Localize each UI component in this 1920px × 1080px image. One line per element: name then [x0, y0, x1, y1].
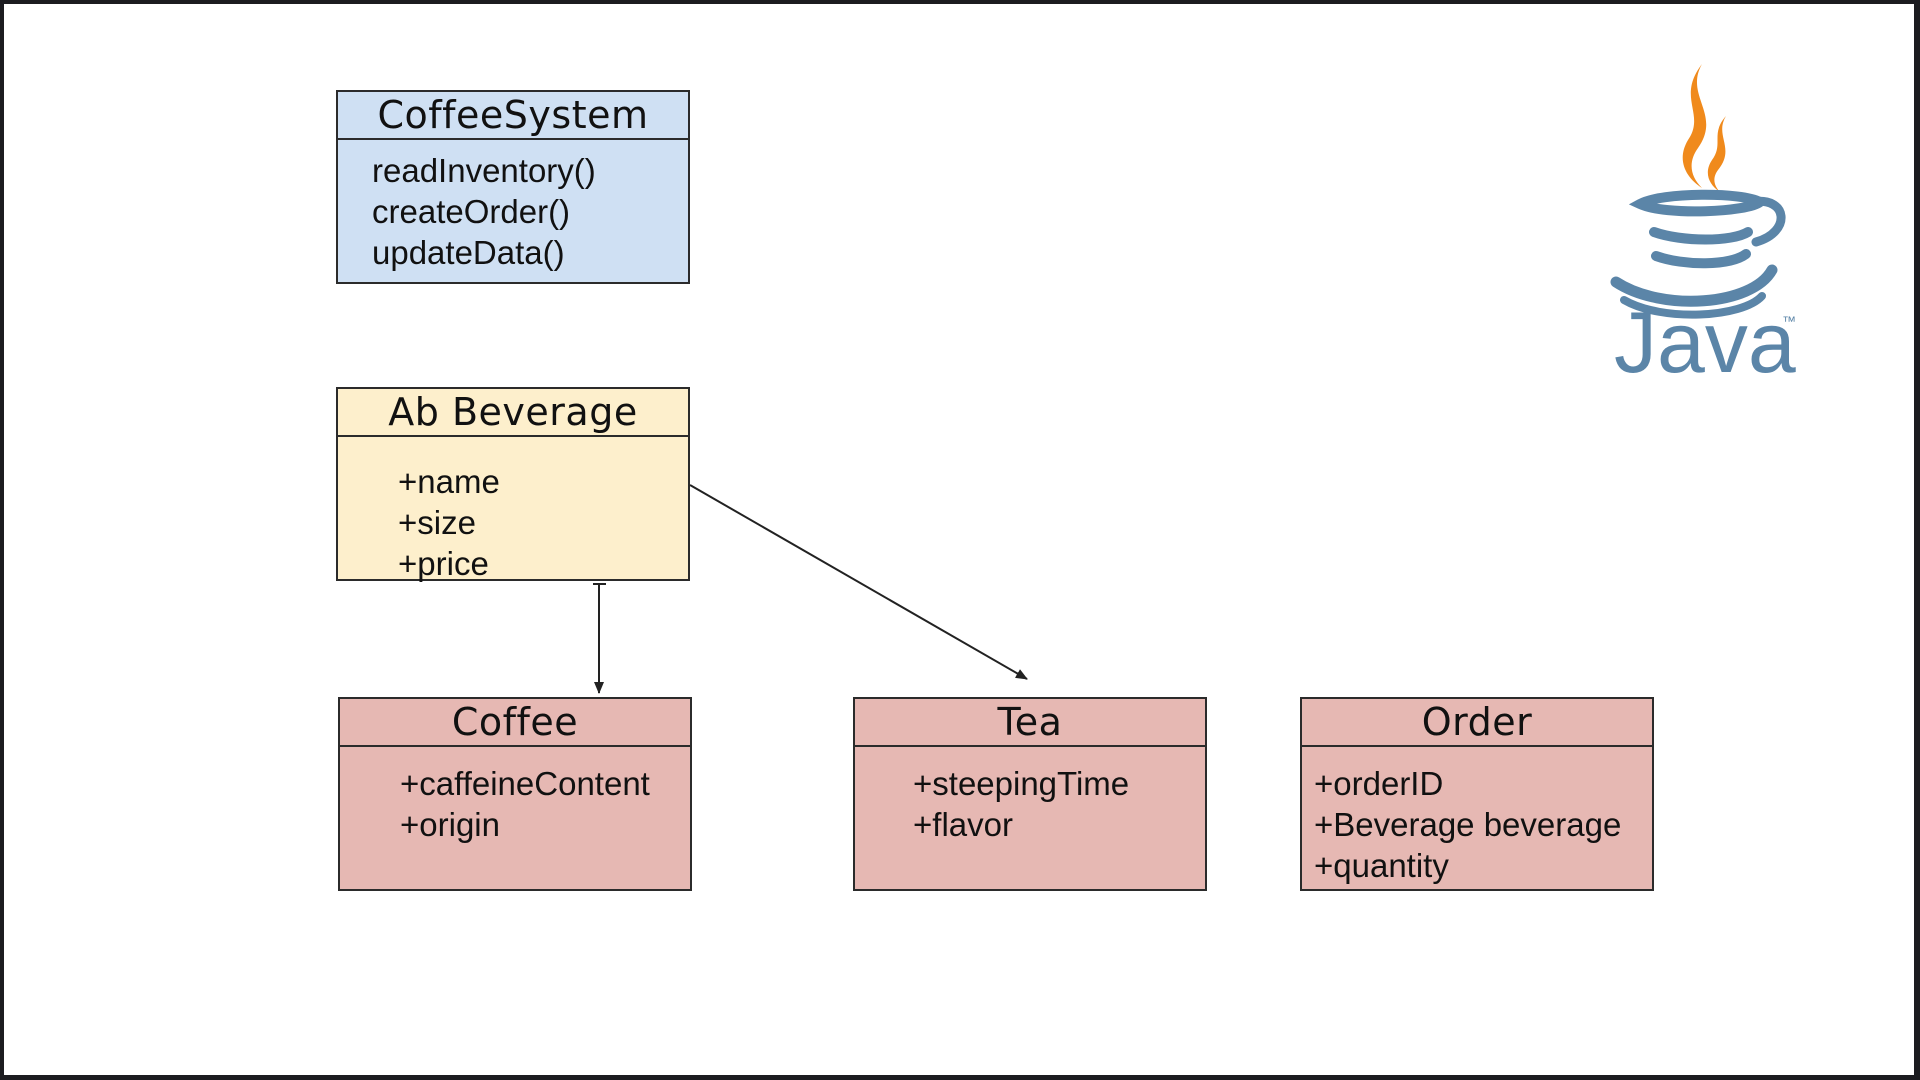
class-member: +quantity [1314, 847, 1449, 884]
class-name-tea: Tea [855, 699, 1205, 747]
class-box-order: Order +orderID +Beverage beverage +quant… [1300, 697, 1654, 891]
slide-canvas: CoffeeSystem readInventory() createOrder… [4, 4, 1914, 1075]
class-members: +steepingTime +flavor [855, 747, 1205, 845]
class-members: +name +size +price [338, 437, 688, 584]
class-members: readInventory() createOrder() updateData… [338, 140, 688, 273]
trademark-symbol: ™ [1782, 313, 1796, 329]
class-member: updateData() [372, 234, 565, 271]
class-member: +caffeineContent [400, 765, 650, 802]
class-box-tea: Tea +steepingTime +flavor [853, 697, 1207, 891]
class-member: +flavor [913, 806, 1013, 843]
java-coffee-cup-icon [1610, 64, 1786, 319]
class-member: +origin [400, 806, 500, 843]
class-member: createOrder() [372, 193, 571, 230]
java-wordmark: Java [1614, 295, 1796, 391]
class-name-order: Order [1302, 699, 1652, 747]
class-member: +Beverage beverage [1314, 806, 1622, 843]
class-box-coffee: Coffee +caffeineContent +origin [338, 697, 692, 891]
class-box-coffeesystem: CoffeeSystem readInventory() createOrder… [336, 90, 690, 284]
class-name-coffee: Coffee [340, 699, 690, 747]
class-member: +orderID [1314, 765, 1444, 802]
class-member: +steepingTime [913, 765, 1130, 802]
class-member: +size [398, 504, 476, 541]
class-member: +name [398, 463, 500, 500]
class-name-coffeesystem: CoffeeSystem [338, 92, 688, 140]
relation-arrows [593, 484, 1028, 694]
class-member: +price [398, 545, 489, 582]
class-box-beverage: Ab Beverage +name +size +price [336, 387, 690, 584]
class-members: +orderID +Beverage beverage +quantity [1302, 747, 1652, 886]
class-members: +caffeineContent +origin [340, 747, 690, 845]
java-logo: Java ™ [1610, 64, 1796, 391]
class-name-beverage: Ab Beverage [338, 389, 688, 437]
inheritance-arrow-tea [689, 484, 1028, 680]
class-member: readInventory() [372, 152, 596, 189]
